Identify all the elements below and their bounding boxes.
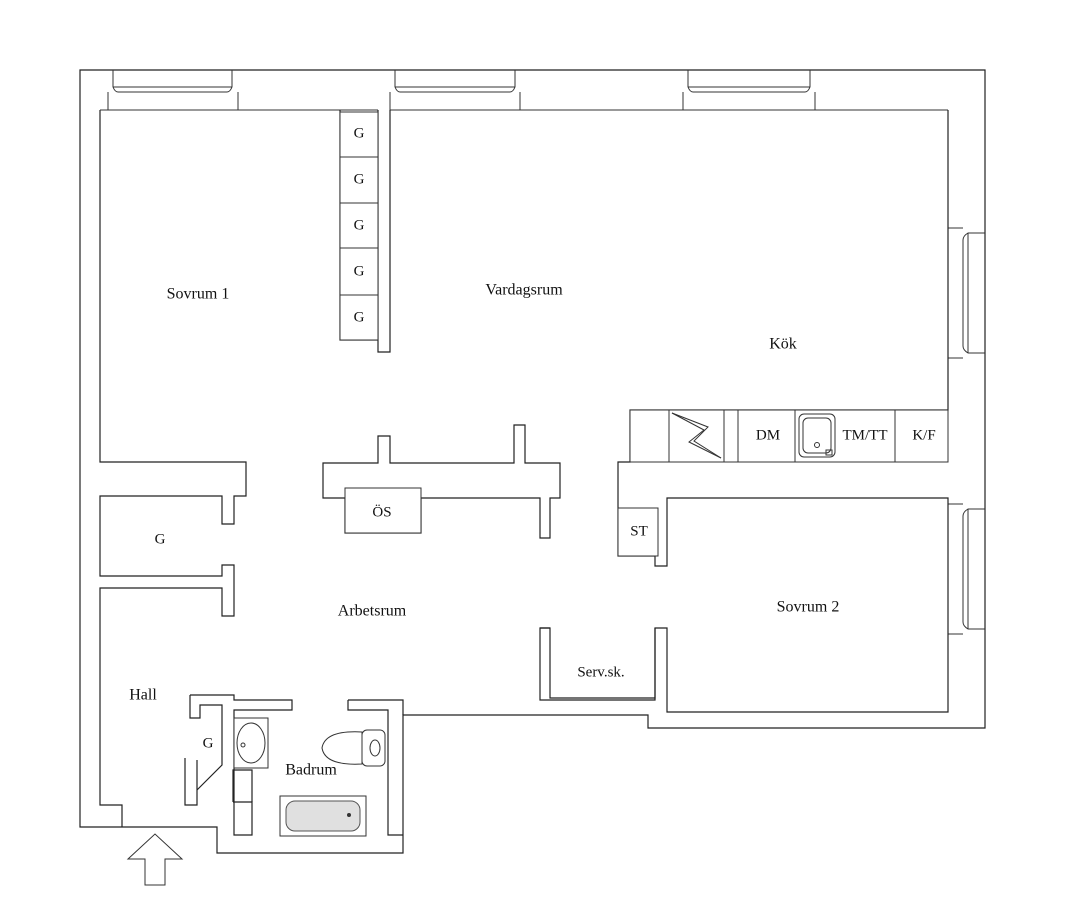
kitchen-counter (629, 409, 949, 463)
room-label-arbetsrum: Arbetsrum (338, 603, 407, 620)
wardrobe-label: G (354, 263, 365, 279)
st-label: ST (630, 523, 648, 539)
wardrobe-cell (339, 156, 379, 204)
top-windows (100, 70, 948, 111)
wardrobe-cell (339, 111, 379, 158)
dm-label: DM (756, 427, 780, 443)
wardrobe-label-hall-closet: G (155, 531, 166, 547)
room-label-kok: Kök (769, 336, 797, 353)
wardrobe-cell (339, 247, 379, 296)
wardrobe-label: G (354, 217, 365, 233)
right-windows (948, 227, 985, 635)
wardrobe-label-hall: G (203, 735, 214, 751)
stove-symbol-icon (671, 412, 722, 459)
room-label-badrum: Badrum (285, 762, 337, 779)
washbasin-icon (233, 717, 269, 769)
bathroom-fixtures (233, 717, 386, 837)
toilet-icon (321, 731, 363, 765)
wardrobe-column (339, 111, 379, 341)
wardrobe-cell (339, 294, 379, 341)
room-label-vardagsrum: Vardagsrum (485, 282, 563, 299)
st-box (617, 507, 659, 557)
sink-icon (798, 413, 836, 458)
os-label: ÖS (372, 503, 391, 520)
room-label-sovrum-1: Sovrum 1 (167, 286, 230, 303)
interior-walls (184, 110, 949, 836)
room-label-hall: Hall (129, 687, 157, 704)
wardrobe-label: G (354, 125, 365, 141)
wardrobe-cell (339, 202, 379, 249)
kf-label: K/F (912, 427, 935, 443)
tmtt-label: TM/TT (843, 427, 888, 443)
wardrobe-label: G (354, 309, 365, 325)
entrance-arrow-icon (126, 833, 184, 886)
servsk-label: Serv.sk. (577, 664, 624, 680)
room-label-sovrum-2: Sovrum 2 (777, 599, 840, 616)
os-box (344, 487, 422, 534)
wardrobe-label: G (354, 171, 365, 187)
